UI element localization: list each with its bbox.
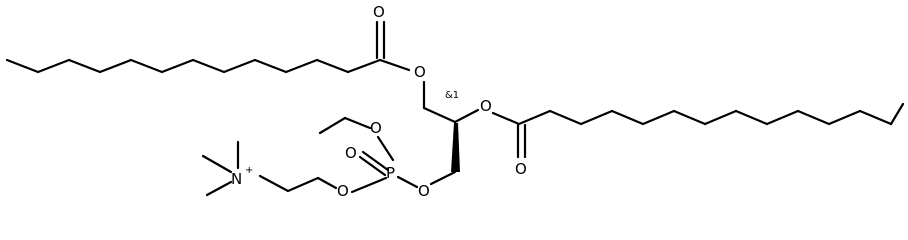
top-chain-bond-5 — [129, 58, 164, 74]
top-chain-bond-7 — [191, 58, 226, 74]
mid-chain-bond-6 — [672, 109, 707, 126]
ethoxy-bond-1 — [318, 116, 347, 135]
top-chain-bond-8 — [222, 58, 257, 74]
top-chain-bond-1 — [5, 58, 40, 74]
p-to-left-o-bond — [350, 176, 388, 194]
molecule-svg: O O O O O O P O O N + &1 — [5, 3, 905, 200]
mid-chain-bond-7 — [703, 109, 738, 126]
p-to-right-o-bond — [396, 175, 419, 189]
glycerol-wedge-bond — [451, 123, 460, 172]
n-methyl-down-bond — [205, 180, 233, 197]
top-chain-bond-2 — [36, 58, 71, 74]
mid-chain-bond-9 — [765, 109, 800, 126]
oxygen-label: O — [418, 182, 430, 200]
mid-chain-bond-1 — [517, 109, 552, 126]
n-methyl-left-bond — [201, 154, 233, 174]
oxygen-label: O — [480, 97, 492, 115]
mid-chain-bond-5 — [641, 109, 676, 126]
mid-chain-bond-2 — [548, 109, 583, 126]
choline-bond-1 — [316, 176, 338, 190]
choline-bond-2 — [286, 176, 320, 193]
top-ester-bond — [378, 58, 411, 72]
oxygen-label: O — [373, 3, 385, 21]
nitrogen-label: N — [231, 170, 242, 188]
oxygen-label: O — [337, 182, 349, 200]
top-chain-bond-9 — [253, 58, 288, 74]
mid-ester-bond — [491, 111, 521, 126]
phosphate-group — [318, 116, 419, 194]
stereo-label: &1 — [445, 90, 459, 101]
top-acyl-chain — [5, 20, 426, 110]
top-chain-bond-3 — [67, 58, 102, 74]
mid-chain-bond-12 — [858, 109, 893, 126]
glycerol-bond-3 — [429, 170, 457, 186]
top-chain-bond-11 — [315, 58, 350, 74]
glycerol-bond-1 — [422, 106, 457, 124]
choline-bond-3 — [258, 174, 290, 193]
glycerol-backbone — [422, 106, 480, 186]
positive-charge-label: + — [245, 165, 253, 176]
oxygen-label: O — [515, 160, 527, 178]
glycerol-bond-2 — [453, 108, 480, 124]
ethoxy-bond-2 — [343, 116, 372, 130]
mid-chain-bond-8 — [734, 109, 769, 126]
mid-chain-bond-11 — [827, 109, 862, 126]
top-chain-bond-12 — [346, 58, 382, 74]
top-chain-bond-6 — [160, 58, 195, 74]
oxygen-label: O — [414, 63, 426, 81]
choline-group — [201, 140, 338, 197]
mid-chain-bond-4 — [610, 109, 645, 126]
mid-chain-bond-3 — [579, 109, 614, 126]
phosphoryl-double-bond-b — [358, 155, 387, 177]
molecule-diagram: O O O O O O P O O N + &1 — [5, 3, 905, 200]
ethoxy-o-to-p-bond — [376, 135, 395, 162]
top-chain-bond-4 — [98, 58, 133, 74]
oxygen-label: O — [345, 144, 357, 162]
mid-chain-bond-10 — [796, 109, 831, 126]
oxygen-label: O — [370, 119, 382, 137]
phosphoryl-double-bond-a — [361, 150, 390, 172]
top-chain-bond-10 — [284, 58, 319, 74]
phosphorus-label: P — [386, 164, 395, 182]
mid-chain-bond-13 — [889, 102, 905, 126]
middle-acyl-chain — [491, 102, 905, 159]
